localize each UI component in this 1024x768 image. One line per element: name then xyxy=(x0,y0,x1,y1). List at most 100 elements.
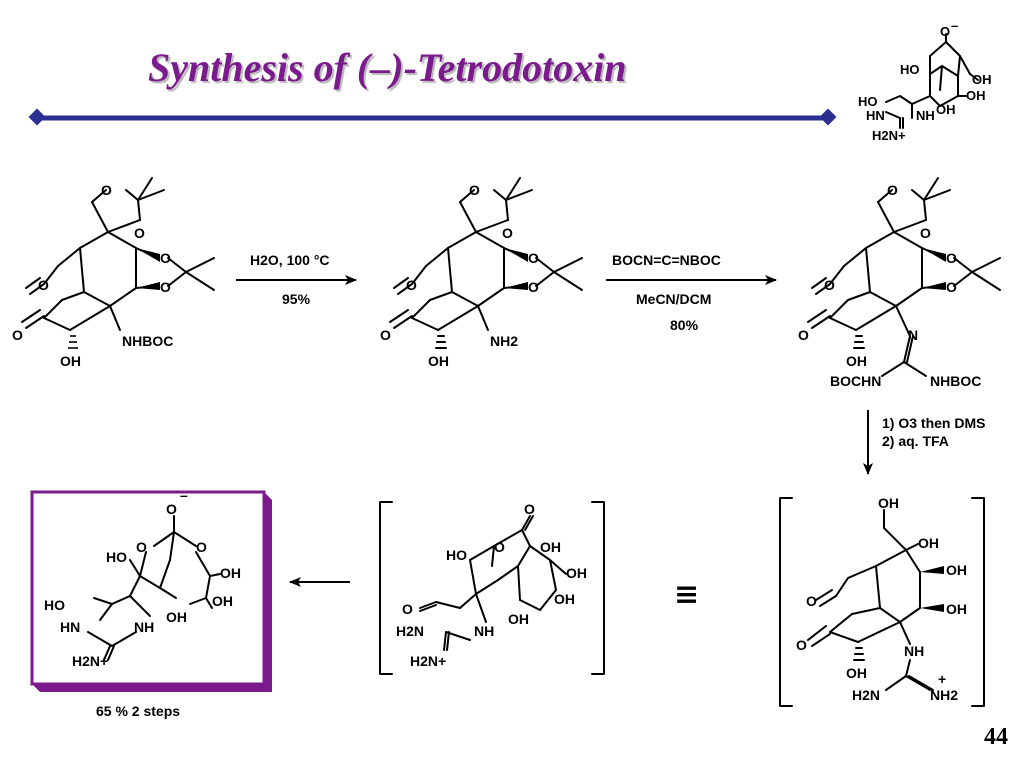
c6-label-charge: – xyxy=(180,487,188,503)
c4-label-oh-1: OH xyxy=(878,495,899,511)
c6-label-o-ring-1: O xyxy=(136,539,147,555)
reaction-3: 1) O3 then DMS 2) aq. TFA xyxy=(863,410,985,475)
c5-label-o-carbonyl: O xyxy=(524,501,535,517)
c3-label-o2: O xyxy=(920,225,931,241)
c1-label-o5: O xyxy=(38,277,49,293)
product-box xyxy=(30,490,272,692)
compound-4-labels: OH OH OH OH O O NH OH H2N NH2 + xyxy=(796,495,967,703)
reaction-2-reagent: BOCN=C=NBOC xyxy=(612,252,721,268)
c4-label-oh-5: OH xyxy=(846,665,867,681)
compound-5-structure xyxy=(419,515,567,651)
ttx-small-guanidinium-label: H2N+ xyxy=(872,128,906,143)
reaction-2: BOCN=C=NBOC MeCN/DCM 80% xyxy=(606,252,777,333)
c6-label-oh-3: OH xyxy=(166,609,187,625)
final-yield: 65 % 2 steps xyxy=(96,703,180,719)
compound-1-labels: O O O O O O NHBOC OH xyxy=(12,182,173,369)
compound-4-structure xyxy=(807,509,944,691)
c1-label-o1: O xyxy=(101,182,112,198)
c6-label-ho-1: HO xyxy=(106,549,127,565)
c6-label-o-ring-2: O xyxy=(196,539,207,555)
c4-label-nh: NH xyxy=(904,643,924,659)
reaction-1-reagent: H2O, 100 °C xyxy=(250,252,330,268)
c3-label-o6: O xyxy=(798,327,809,343)
c2-label-oh: OH xyxy=(428,353,449,369)
compound-1-structure xyxy=(21,177,215,331)
ttx-small-oxide-label: O xyxy=(940,24,950,39)
c3-label-o3: O xyxy=(946,250,957,266)
reaction-3-step-1: 1) O3 then DMS xyxy=(882,415,985,431)
compound-2-labels: O O O O O O NH2 OH xyxy=(380,182,539,369)
page-number: 44 xyxy=(984,724,1008,750)
c6-label-oh-2: OH xyxy=(212,593,233,609)
c5-label-h2n: H2N xyxy=(396,623,424,639)
c3-label-o4: O xyxy=(946,279,957,295)
c4-label-h2n: H2N xyxy=(852,687,880,703)
reaction-2-yield: 80% xyxy=(670,317,699,333)
c5-label-o-ring: O xyxy=(494,539,505,555)
compound-2-structure xyxy=(389,177,583,349)
c1-label-o6: O xyxy=(12,327,23,343)
ttx-small-oh-label-1: OH xyxy=(972,72,992,87)
c4-label-oh-2: OH xyxy=(918,535,939,551)
ttx-small-hn-label: HN xyxy=(866,108,885,123)
compound-1-hashes xyxy=(68,248,160,349)
c5-label-nh: NH xyxy=(474,623,494,639)
c5-label-guanidinium: H2N+ xyxy=(410,653,446,669)
c4-label-o2: O xyxy=(796,637,807,653)
c5-label-o-aldehyde: O xyxy=(402,601,413,617)
c6-label-ho-2: HO xyxy=(44,597,65,613)
tetrodotoxin-reference-structure xyxy=(885,33,979,129)
ttx-small-ho-label: HO xyxy=(900,62,920,77)
c6-label-oh-1: OH xyxy=(220,565,241,581)
c3-label-o5: O xyxy=(824,277,835,293)
compound-6-labels: O – HO O O OH HO OH HN NH OH H2N+ xyxy=(44,487,241,669)
c2-label-nh2: NH2 xyxy=(490,333,518,349)
ttx-small-oh-label-3: OH xyxy=(936,102,956,117)
c6-label-oxide: O xyxy=(166,501,177,517)
c5-label-oh-2: OH xyxy=(566,565,587,581)
c3-label-o1: O xyxy=(887,182,898,198)
c1-label-nhboc: NHBOC xyxy=(122,333,173,349)
c1-label-o4: O xyxy=(160,279,171,295)
c4-label-o1: O xyxy=(806,593,817,609)
c5-label-oh-4: OH xyxy=(508,611,529,627)
c5-label-oh-1: OH xyxy=(540,539,561,555)
c6-label-nh: NH xyxy=(134,619,154,635)
tetrodotoxin-product-structure xyxy=(87,515,221,661)
c4-label-nh2: NH2 xyxy=(930,687,958,703)
reaction-1-yield: 95% xyxy=(282,291,311,307)
c1-label-oh: OH xyxy=(60,353,81,369)
c2-label-o4: O xyxy=(528,279,539,295)
ttx-small-charge-label: – xyxy=(951,18,958,33)
compound-5-labels: O O HO OH OH OH OH O H2N NH H2N+ xyxy=(396,501,587,669)
reaction-1: H2O, 100 °C 95% xyxy=(236,252,357,307)
c3-label-oh: OH xyxy=(846,353,867,369)
c2-label-o3: O xyxy=(528,250,539,266)
c2-label-o1: O xyxy=(469,182,480,198)
ttx-small-oh-label-2: OH xyxy=(966,88,986,103)
c1-label-o3: O xyxy=(160,250,171,266)
c5-label-oh-3: OH xyxy=(554,591,575,607)
compound-3-structure xyxy=(807,177,1001,377)
c4-label-oh-4: OH xyxy=(946,601,967,617)
reaction-3-step-2: 2) aq. TFA xyxy=(882,433,949,449)
equivalence-sign: ≡ xyxy=(674,577,699,612)
c5-label-ho: HO xyxy=(446,547,467,563)
c2-label-o5: O xyxy=(406,277,417,293)
c1-label-o2: O xyxy=(134,225,145,241)
c3-label-n: N xyxy=(908,327,918,343)
c2-label-o6: O xyxy=(380,327,391,343)
title-rule xyxy=(28,108,837,126)
reaction-2-solvent: MeCN/DCM xyxy=(636,291,711,307)
c3-label-bochn: BOCHN xyxy=(830,373,881,389)
slide-title: Synthesis of (–)-Tetrodotoxin xyxy=(148,45,627,90)
compound-3-labels: O O O O O O N OH BOCHN NHBOC xyxy=(798,182,981,389)
intermediate-bracket-right xyxy=(779,497,985,707)
c4-label-oh-3: OH xyxy=(946,562,967,578)
c2-label-o2: O xyxy=(502,225,513,241)
ttx-small-ho-label-2: HO xyxy=(858,94,878,109)
c6-label-hn: HN xyxy=(60,619,80,635)
c3-label-nhboc: NHBOC xyxy=(930,373,981,389)
c6-label-guanidinium: H2N+ xyxy=(72,653,108,669)
